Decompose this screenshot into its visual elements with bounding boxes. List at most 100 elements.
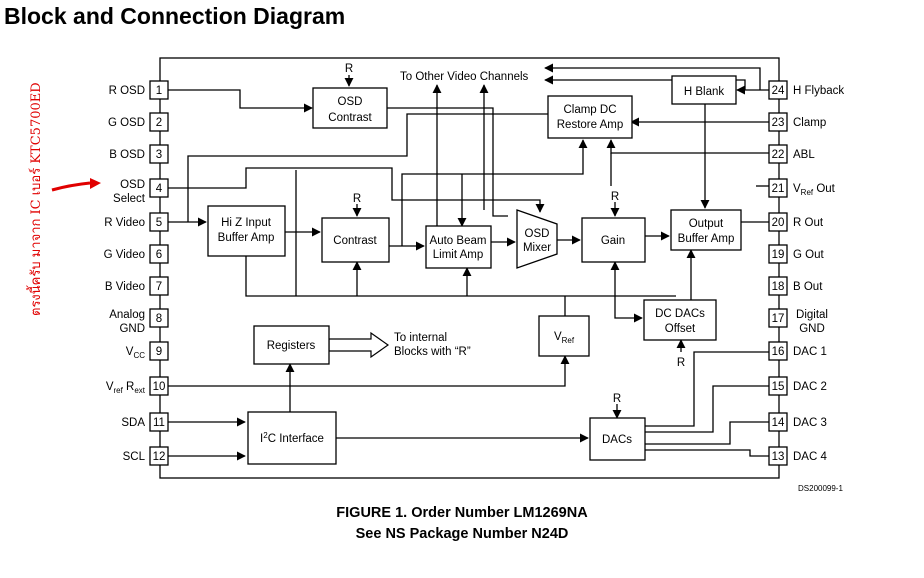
svg-text:Limit Amp: Limit Amp (433, 249, 484, 261)
pin-label: Vref Rext (106, 381, 146, 395)
pin-14: 14 DAC 3 (768, 412, 827, 432)
pin-1: 1R OSD (109, 80, 169, 100)
svg-text:Registers: Registers (267, 340, 316, 352)
pin-number: 17 (772, 313, 785, 325)
svg-text:Clamp DC: Clamp DC (563, 104, 616, 116)
pin-number: 22 (772, 149, 785, 161)
pin-number: 24 (772, 85, 785, 97)
pin-number: 11 (153, 417, 165, 429)
pin-6: 6G Video (104, 244, 169, 264)
connection-wires (168, 63, 769, 461)
svg-text:Contrast: Contrast (328, 112, 372, 124)
pin-number: 18 (772, 281, 785, 293)
svg-text:DACs: DACs (602, 434, 632, 446)
to-internal-label-line2: Blocks with “R” (394, 346, 471, 358)
block-dacs: DACs (589, 417, 646, 461)
pin-number: 4 (156, 183, 163, 195)
pin-label: ABL (793, 149, 815, 161)
svg-text:H Blank: H Blank (684, 86, 725, 98)
svg-text:Offset: Offset (665, 323, 696, 335)
svg-text:Hi Z Input: Hi Z Input (221, 217, 272, 229)
pin-10: 10 Vref Rext (106, 376, 169, 396)
pin-number: 10 (153, 381, 166, 393)
svg-text:Contrast: Contrast (333, 235, 377, 247)
block-auto-beam-limit-amp: Auto Beam Limit Amp (425, 225, 492, 269)
annotation-arrow (51, 178, 101, 192)
pin-label: R Video (104, 217, 145, 229)
svg-text:OSD: OSD (525, 228, 550, 240)
svg-text:Buffer Amp: Buffer Amp (218, 232, 275, 244)
r-label: R (353, 193, 361, 205)
pin-label: G Out (793, 249, 824, 261)
block-osd-mixer: OSD Mixer (516, 209, 558, 269)
pin-number: 13 (772, 451, 785, 463)
pin-label: B Video (105, 281, 145, 293)
pin-number: 14 (772, 417, 785, 429)
pin-label: B OSD (109, 149, 145, 161)
block-clamp-dc-restore-amp: Clamp DC Restore Amp (547, 95, 633, 139)
svg-text:OSD: OSD (338, 96, 363, 108)
diagram-title: Block and Connection Diagram (4, 3, 345, 29)
pin-label: B Out (793, 281, 823, 293)
pin-number: 20 (772, 217, 785, 229)
pin-label: DAC 2 (793, 381, 827, 393)
pin-label: Clamp (793, 117, 826, 129)
pin-12: 12 SCL (123, 446, 169, 466)
pin-15: 15 DAC 2 (768, 376, 827, 396)
pin-number: 8 (156, 313, 162, 325)
svg-text:Restore Amp: Restore Amp (557, 119, 623, 131)
r-label: R (345, 63, 353, 75)
pin-number: 3 (156, 149, 162, 161)
svg-text:Buffer Amp: Buffer Amp (678, 233, 735, 245)
pin-label: G Video (104, 249, 145, 261)
pin-label: SCL (123, 451, 146, 463)
svg-text:Mixer: Mixer (523, 242, 551, 254)
pin-label: H Flyback (793, 85, 844, 97)
pin-2: 2G OSD (108, 112, 169, 132)
pin-number: 16 (772, 346, 785, 358)
block-gain: Gain (581, 217, 646, 263)
pin-number: 15 (772, 381, 785, 393)
pin-18: 18 B Out (768, 276, 823, 296)
pin-number: 12 (153, 451, 166, 463)
r-label: R (677, 357, 685, 369)
block-i2c-interface: I2C Interface (247, 411, 337, 465)
pin-label: VCC (126, 346, 145, 360)
pin-3: 3 B OSD (109, 144, 169, 164)
pin-7: 7 B Video (105, 276, 169, 296)
r-label: R (613, 393, 621, 405)
block-osd-contrast: OSD Contrast (312, 87, 388, 129)
pin-20: 20 R Out (768, 212, 824, 232)
pin-13: 13 DAC 4 (768, 446, 827, 466)
caption-line2: See NS Package Number N24D (356, 526, 569, 542)
pin-number: 9 (156, 346, 162, 358)
doc-code: DS200099-1 (798, 484, 843, 493)
block-dc-dacs-offset: DC DACs Offset (643, 299, 717, 341)
pin-label: R Out (793, 217, 824, 229)
pin-label: VRef Out (793, 183, 836, 197)
annotation-text: ตรงนี้ครับ มาจาก IC เบอร์ KTC5700ED (26, 82, 44, 316)
to-other-channels-label: To Other Video Channels (400, 71, 529, 83)
r-label: R (611, 191, 619, 203)
pin-number: 7 (156, 281, 162, 293)
block-vref: VRef (538, 315, 590, 357)
block-output-buffer-amp: Output Buffer Amp (670, 209, 742, 251)
pin-number: 21 (772, 183, 785, 195)
pin-label: DAC 4 (793, 451, 827, 463)
block-contrast: Contrast (321, 217, 390, 263)
svg-text:DC DACs: DC DACs (655, 308, 705, 320)
ic-package-outline (159, 57, 780, 479)
pin-label: DAC 3 (793, 417, 827, 429)
svg-text:Gain: Gain (601, 235, 625, 247)
pin-label: R OSD (109, 85, 145, 97)
pin-21: 21 VRef Out (768, 178, 836, 198)
